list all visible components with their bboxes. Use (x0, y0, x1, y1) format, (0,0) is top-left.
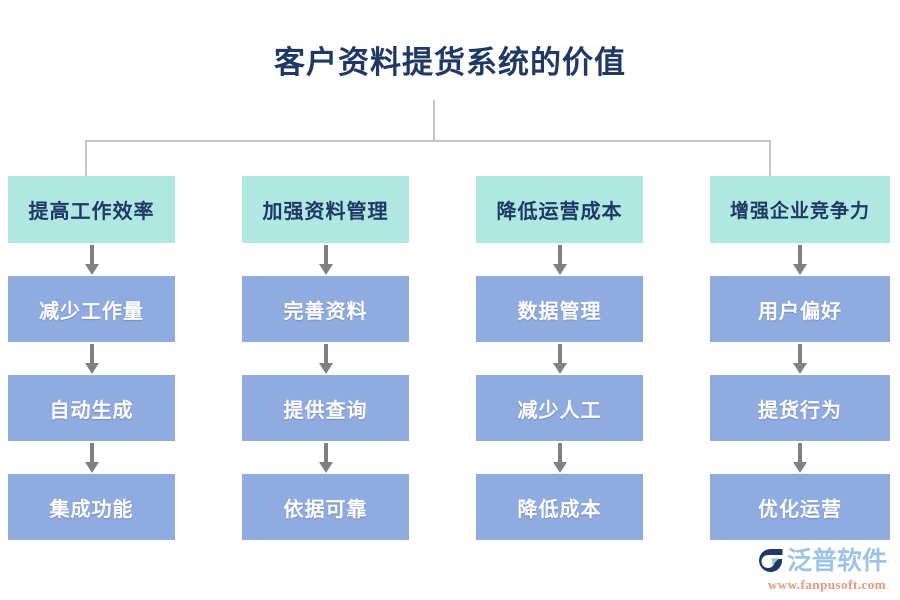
arrow-down-icon (8, 243, 175, 276)
arrow-shaft (323, 344, 328, 366)
arrow-shaft (323, 443, 328, 465)
connector-drop-left (85, 140, 87, 176)
branch-header-2[interactable]: 加强资料管理 (242, 176, 409, 243)
arrow-head (552, 264, 567, 275)
branch-column-3: 降低运营成本 数据管理 减少人工 降低成本 (476, 176, 643, 540)
arrow-shaft (557, 344, 562, 366)
branch-header-3[interactable]: 降低运营成本 (476, 176, 643, 243)
arrow-down-icon (242, 342, 409, 375)
branch-node-3-1[interactable]: 数据管理 (476, 276, 643, 342)
arrow-down-icon (8, 441, 175, 474)
logo-row: 泛普软件 (757, 546, 897, 576)
connector-root-vertical (433, 100, 435, 141)
arrow-down-icon (476, 243, 643, 276)
arrow-shaft (557, 443, 562, 465)
arrow-down-icon (710, 243, 890, 276)
connector-drop-right (769, 140, 771, 176)
connector-horizontal-bus (85, 140, 771, 142)
brand-logo: 泛普软件 www.fanpusoft.com (757, 546, 897, 592)
arrow-head (84, 462, 99, 473)
branch-node-3-3[interactable]: 降低成本 (476, 474, 643, 540)
branch-column-2: 加强资料管理 完善资料 提供查询 依据可靠 (242, 176, 409, 540)
logo-url: www.fanpusoft.com (767, 577, 887, 592)
logo-name: 泛普软件 (787, 546, 888, 575)
arrow-shaft (89, 245, 94, 267)
arrow-head (318, 264, 333, 275)
branch-node-3-2[interactable]: 减少人工 (476, 375, 643, 441)
branch-node-1-1[interactable]: 减少工作量 (8, 276, 175, 342)
branch-node-2-3[interactable]: 依据可靠 (242, 474, 409, 540)
branch-node-4-2[interactable]: 提货行为 (710, 375, 890, 441)
arrow-head (793, 462, 807, 473)
arrow-head (318, 462, 333, 473)
branch-node-4-3[interactable]: 优化运营 (710, 474, 890, 540)
arrow-down-icon (242, 243, 409, 276)
arrow-shaft (89, 344, 94, 366)
arrow-shaft (798, 245, 802, 267)
arrow-head (793, 363, 807, 374)
arrow-down-icon (476, 441, 643, 474)
arrow-shaft (89, 443, 94, 465)
branch-node-1-3[interactable]: 集成功能 (8, 474, 175, 540)
arrow-head (84, 363, 99, 374)
fanpu-logo-icon (757, 548, 784, 575)
branch-header-1[interactable]: 提高工作效率 (8, 176, 175, 243)
branch-column-4: 增强企业竞争力 用户偏好 提货行为 优化运营 (710, 176, 890, 540)
arrow-down-icon (242, 441, 409, 474)
branch-node-4-1[interactable]: 用户偏好 (710, 276, 890, 342)
arrow-shaft (323, 245, 328, 267)
arrow-down-icon (710, 441, 890, 474)
arrow-head (552, 462, 567, 473)
page-title: 客户资料提货系统的价值 (274, 45, 626, 80)
arrow-shaft (557, 245, 562, 267)
branch-header-4[interactable]: 增强企业竞争力 (710, 176, 890, 243)
arrow-head (793, 264, 807, 275)
arrow-shaft (798, 443, 802, 465)
arrow-head (552, 363, 567, 374)
arrow-down-icon (476, 342, 643, 375)
branch-node-2-1[interactable]: 完善资料 (242, 276, 409, 342)
branch-node-2-2[interactable]: 提供查询 (242, 375, 409, 441)
arrow-head (84, 264, 99, 275)
branch-node-1-2[interactable]: 自动生成 (8, 375, 175, 441)
arrow-down-icon (710, 342, 890, 375)
arrow-head (318, 363, 333, 374)
arrow-shaft (798, 344, 802, 366)
branch-column-1: 提高工作效率 减少工作量 自动生成 集成功能 (8, 176, 175, 540)
arrow-down-icon (8, 342, 175, 375)
